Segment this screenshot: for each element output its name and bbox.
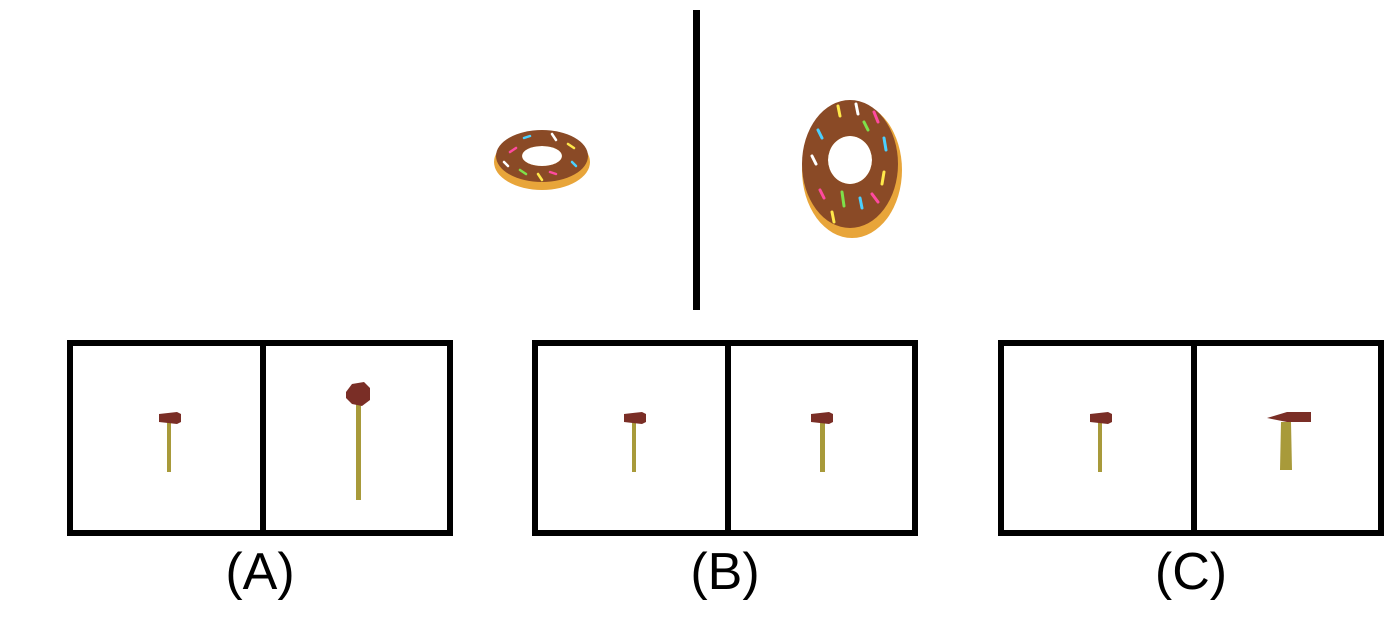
hammer-icon bbox=[624, 412, 646, 472]
hammer-icon bbox=[159, 412, 181, 472]
hammer-icon bbox=[346, 382, 370, 500]
option-a-divider bbox=[260, 346, 266, 530]
option-c-label[interactable]: (C) bbox=[1154, 543, 1228, 601]
option-b-panel[interactable] bbox=[532, 340, 918, 536]
option-b-label[interactable]: (B) bbox=[690, 543, 760, 601]
hammer-icon bbox=[1267, 412, 1311, 470]
hammer-icon bbox=[1090, 412, 1112, 472]
donut-icon bbox=[494, 130, 590, 190]
option-c-panel[interactable] bbox=[998, 340, 1384, 536]
option-b-divider bbox=[725, 346, 731, 530]
donut-icon bbox=[802, 100, 902, 238]
option-c-divider bbox=[1191, 346, 1197, 530]
option-a-panel[interactable] bbox=[67, 340, 453, 536]
hammer-icon bbox=[811, 412, 833, 472]
option-a-label[interactable]: (A) bbox=[225, 543, 295, 601]
reference-divider bbox=[693, 10, 700, 310]
